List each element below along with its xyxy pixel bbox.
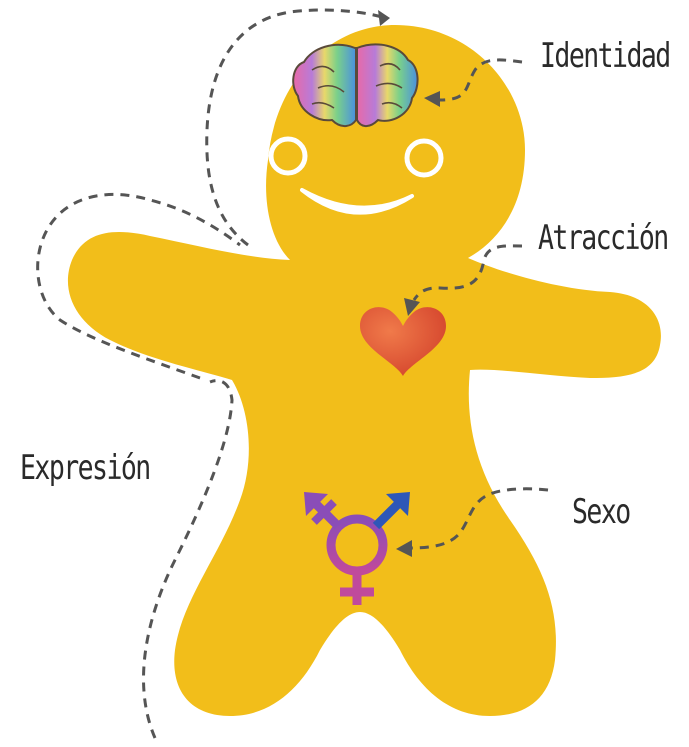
expression-arrowhead bbox=[378, 10, 390, 26]
gingerbread-figure bbox=[68, 25, 661, 716]
label-attraction: Atracción bbox=[538, 218, 668, 258]
label-expression: Expresión bbox=[20, 448, 150, 488]
label-identity: Identidad bbox=[540, 36, 670, 76]
label-sex: Sexo bbox=[572, 492, 630, 532]
figure-body bbox=[68, 25, 661, 716]
brain-icon bbox=[293, 44, 417, 126]
